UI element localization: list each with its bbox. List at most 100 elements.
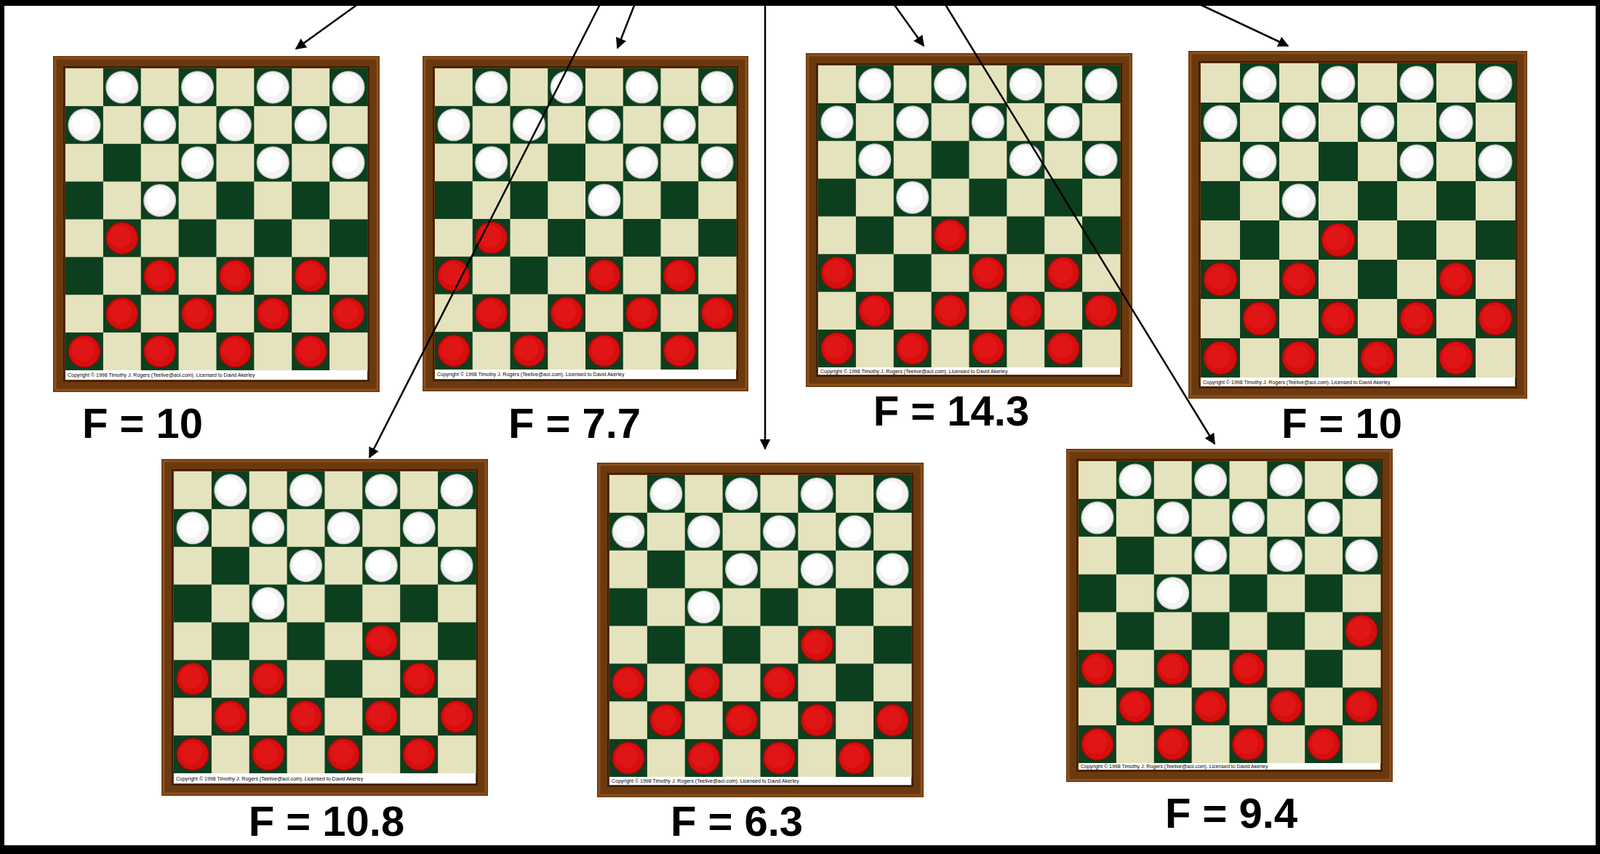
board-square [329,332,368,371]
white-piece [896,181,929,214]
board-square [1154,461,1192,499]
red-piece [402,738,435,771]
piece-highlight [1482,148,1506,172]
board-square [1279,259,1320,300]
board-square [434,144,473,182]
board-square [1200,181,1241,222]
white-piece [1119,464,1152,496]
board-square [1475,141,1516,182]
piece-highlight [1482,69,1506,94]
board-square [253,68,292,107]
arrow-line [617,0,637,48]
board-square [1154,687,1192,726]
board-square [362,735,400,774]
board-square [103,256,142,295]
piece-highlight [293,552,316,576]
board-square [818,253,856,292]
board-square [1082,291,1120,330]
red-piece [1321,301,1355,335]
board-square [1304,574,1343,613]
board-square [1475,220,1516,261]
board-square [1304,498,1343,537]
board-square [585,331,624,370]
board-square [362,659,400,698]
white-piece [1157,501,1190,534]
board-square [249,471,288,510]
piece-highlight [516,338,539,361]
piece-highlight [368,552,392,576]
board-square [103,106,142,144]
white-piece [257,71,290,104]
piece-highlight [293,477,316,500]
board-square [647,626,686,664]
piece-highlight [591,112,614,135]
board-square [362,584,400,623]
board-square [141,144,179,182]
score-label: F = 14.3 [873,389,1030,432]
board-square [472,218,511,257]
board-square [698,144,736,182]
score-label: F = 10 [1281,402,1403,445]
white-piece [1270,464,1303,496]
board-square [722,738,761,777]
board-square [585,181,624,219]
white-piece [1478,66,1512,99]
piece-highlight [899,335,923,358]
board-square [178,294,217,333]
board-square [216,294,255,333]
board-square [434,218,473,257]
board-square [249,546,288,585]
board-square [510,181,549,219]
board-square [647,474,686,513]
white-piece [896,106,929,139]
piece-highlight [690,669,714,693]
white-piece [294,109,327,142]
board-square [547,106,586,144]
piece-highlight [629,74,652,97]
board-square [1154,498,1192,537]
board-square [510,218,549,257]
red-piece [1242,301,1276,335]
red-piece [1478,301,1512,335]
red-piece [328,738,360,771]
white-piece [181,71,214,104]
white-piece [1047,106,1080,139]
white-piece [934,68,967,101]
board-square [969,178,1008,217]
white-piece [328,512,360,544]
board-square [510,144,549,182]
piece-highlight [440,262,464,286]
board-square [173,622,212,661]
copyright-note: Copyright © 1998 Timothy J. Rogers (Teel… [1202,379,1390,385]
piece-highlight [1246,69,1270,94]
white-piece [701,71,733,103]
board-square [400,546,438,585]
white-piece [176,512,209,544]
piece-highlight [293,704,316,727]
piece-highlight [255,666,278,689]
board-square [291,332,330,371]
board-square [547,144,586,182]
board-square [434,181,473,219]
white-piece [1345,464,1378,496]
white-piece [1194,539,1227,572]
board-square [1436,141,1477,182]
board-square [1279,141,1320,182]
board-square [510,331,549,370]
red-piece [1270,690,1303,723]
white-piece [763,515,796,548]
board-square [103,68,142,107]
piece-highlight [879,556,902,579]
board-square [1082,141,1120,179]
board-square [325,584,363,623]
piece-highlight [260,301,283,324]
white-piece [626,71,658,103]
red-piece [821,257,854,290]
red-piece [294,260,327,293]
board-square [1192,649,1230,688]
red-piece [1081,653,1114,686]
board-square [1044,103,1083,142]
copyright-strip [173,773,476,784]
piece-highlight [728,707,752,731]
